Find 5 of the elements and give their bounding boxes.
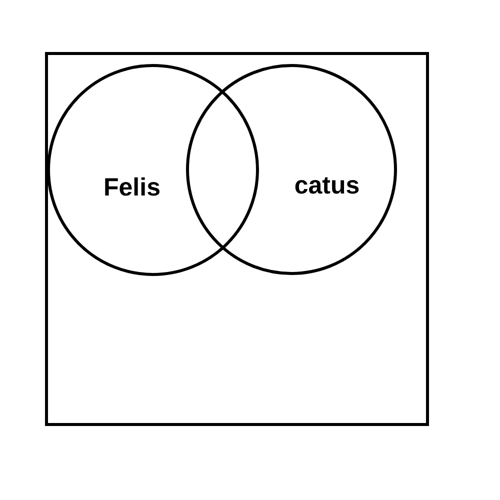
set-label: catus xyxy=(294,172,360,200)
set-label: Felis xyxy=(104,174,160,202)
venn-circle xyxy=(47,64,259,276)
venn-circle xyxy=(186,64,397,275)
outer-frame xyxy=(45,52,429,426)
